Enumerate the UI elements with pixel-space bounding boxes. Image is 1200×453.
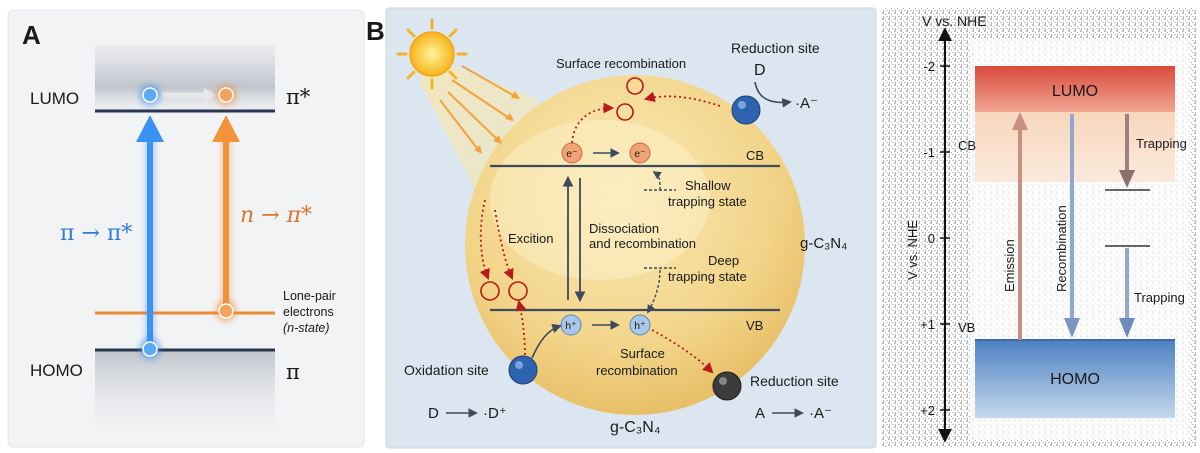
pp-arrow-head — [136, 115, 164, 142]
lone-pair-label-3: (n-state) — [283, 321, 330, 335]
emission-label: Emission — [1002, 239, 1017, 292]
pi-label: π — [286, 360, 300, 384]
cb-label: CB — [746, 148, 764, 163]
exciton-label: Excition — [508, 231, 554, 246]
hole-2-label: h⁺ — [634, 320, 645, 332]
recombination-arrow-head — [1064, 318, 1080, 338]
reduction-site-bottom-ball — [712, 371, 742, 401]
deep-label-1: Deep — [708, 253, 739, 268]
lone-pair-label-1: Lone-pair — [283, 289, 336, 303]
tick-label-3: +1 — [920, 317, 935, 332]
tick-label-0: -2 — [923, 59, 935, 74]
light-rays — [439, 65, 519, 153]
cb-label: CB — [958, 138, 976, 153]
dissociation-label-1: Dissociation — [589, 221, 659, 236]
eq-left-reactant: D — [428, 405, 439, 422]
axis-title-side: V vs. NHE — [905, 220, 920, 280]
ball-highlight — [515, 361, 523, 369]
lone-pair-label-2: electrons — [283, 305, 334, 319]
panel-b: B — [366, 7, 877, 449]
panel-c: V vs. NHE V vs. NHE -2 -1 0 +1 +2 LUMO H… — [882, 8, 1196, 448]
trapping-arrow-bottom-head — [1119, 318, 1135, 338]
g-c3n4-particle — [465, 75, 805, 415]
sphere-highlight — [490, 120, 710, 280]
vb-label: VB — [746, 318, 763, 333]
panel-a-letter: A — [22, 20, 41, 50]
tick-label-2: 0 — [928, 231, 935, 246]
dissociation-label-2: and recombination — [589, 236, 696, 251]
electron-lumo-orange — [218, 87, 234, 103]
reduction-top-arrow — [754, 81, 792, 108]
deep-trap-arrow — [647, 269, 661, 314]
electron-n-state — [218, 303, 234, 319]
recomb-circle-top-2 — [616, 103, 634, 121]
eq-right-reactant: A — [755, 405, 765, 422]
material-label-right: g-C₃N₄ — [800, 235, 847, 252]
pi-star-label: π* — [286, 85, 311, 109]
reduction-site-top: Reduction site — [731, 40, 820, 56]
ball-highlight — [738, 101, 746, 109]
trapping-label-bottom: Trapping — [1134, 290, 1185, 305]
oxidation-site-label: Oxidation site — [404, 362, 489, 378]
donor-top: D — [754, 62, 766, 79]
surface-recombination-bottom-2: recombination — [596, 363, 678, 378]
panel-b-letter: B — [366, 16, 385, 46]
emission-arrow-head — [1012, 112, 1028, 130]
hole-2 — [629, 314, 651, 336]
recombination-label: Recombination — [1054, 205, 1069, 292]
homo-label: HOMO — [1050, 371, 1100, 388]
trapping-label-top: Trapping — [1136, 136, 1187, 151]
deep-label-2: trapping state — [668, 269, 747, 284]
axis-ticks — [940, 65, 950, 411]
shallow-label-1: Shallow — [685, 178, 731, 193]
lumo-label: LUMO — [30, 89, 79, 108]
relax-arrow-head — [204, 88, 216, 102]
electron-lumo-blue — [142, 87, 158, 103]
lumo-label: LUMO — [1052, 83, 1098, 100]
electron-2 — [629, 142, 651, 164]
panel-a-background — [7, 9, 365, 448]
homo-band — [975, 340, 1175, 418]
surface-recombination-bottom-1: Surface — [620, 346, 665, 361]
shallow-label-2: trapping state — [668, 194, 747, 209]
material-label-bottom: g-C₃N₄ — [610, 419, 660, 436]
oxidation-site-ball — [508, 355, 538, 385]
recomb-circle-top-1 — [626, 77, 644, 95]
electron-2-label: e⁻ — [634, 148, 645, 160]
surface-recombination-top: Surface recombination — [556, 56, 686, 71]
oxidation-arrow — [531, 323, 562, 359]
trapping-arrow-top-head — [1119, 170, 1135, 188]
acceptor-top: ·A⁻ — [795, 95, 818, 112]
sun-icon — [396, 18, 468, 90]
homo-label: HOMO — [30, 361, 83, 380]
axis-title-top: V vs. NHE — [922, 13, 987, 29]
np-arrow-head — [212, 115, 240, 142]
electron-homo — [142, 341, 158, 357]
eq-right-product: ·A⁻ — [809, 405, 832, 422]
pp-transition-label: π → π* — [60, 221, 132, 246]
reduction-site-top-ball — [731, 95, 761, 125]
recomb-path-left-2 — [494, 209, 514, 280]
recomb-circle-left-1 — [480, 281, 500, 301]
recomb-path-top-1 — [571, 102, 615, 144]
shallow-trap-arrow — [652, 171, 662, 191]
eq-left-product: ·D⁺ — [483, 405, 507, 422]
cb-band — [975, 112, 1175, 182]
tick-label-1: -1 — [923, 145, 935, 160]
tick-label-4: +2 — [920, 403, 935, 418]
panel-a: A LUMO HOMO π* π π → π* n → π* — [7, 9, 365, 448]
vb-label: VB — [958, 320, 975, 335]
light-ray-heads — [474, 91, 520, 154]
lumo-band — [975, 66, 1175, 112]
reduction-site-bottom-label: Reduction site — [750, 373, 839, 389]
np-transition-label: n → π* — [240, 203, 312, 228]
ball-highlight — [719, 377, 727, 385]
electron-1-label: e⁻ — [566, 148, 577, 160]
hole-1-label: h⁺ — [565, 320, 576, 332]
homo-band — [95, 350, 275, 430]
lumo-band — [95, 45, 275, 115]
